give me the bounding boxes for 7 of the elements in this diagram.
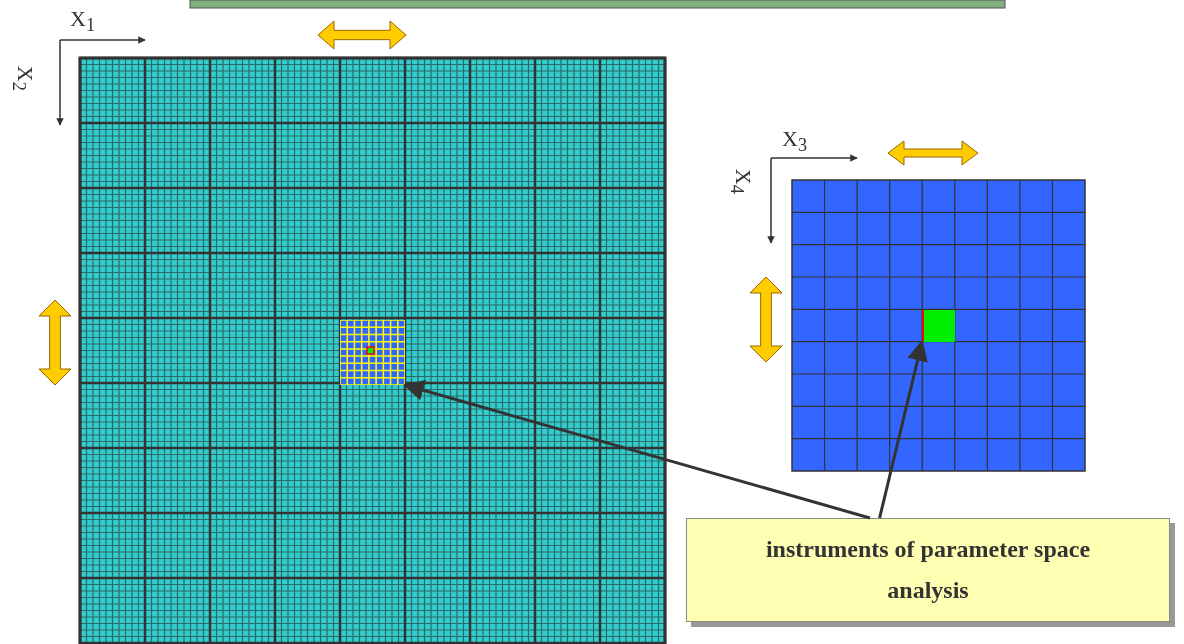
axis-label: X$_{3}$ (782, 128, 808, 155)
axis-label: X$_{1}$ (70, 8, 96, 35)
callout-text: instruments of parameter space analysis (764, 535, 1092, 605)
selected-cell (922, 309, 955, 342)
leader-arrow (403, 380, 871, 520)
zoom-region (340, 320, 405, 385)
leader-arrow (878, 339, 928, 519)
